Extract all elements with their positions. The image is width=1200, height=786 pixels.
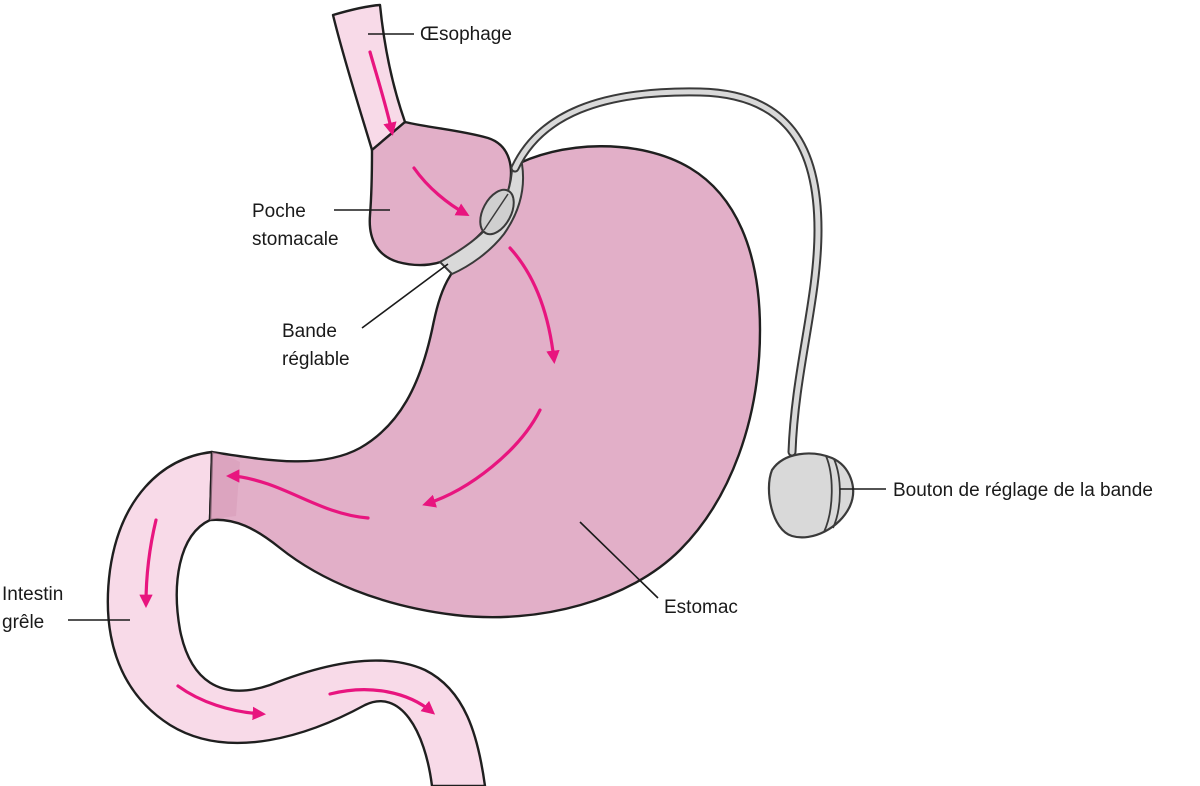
label-intestine-line1: Intestin	[2, 584, 63, 605]
port-body	[767, 452, 855, 539]
arrow-stomach-upper	[508, 246, 560, 365]
label-band-line2: réglable	[282, 349, 350, 370]
pylorus-shade	[210, 452, 240, 520]
flow-arrows	[139, 50, 560, 721]
arrow-esophagus	[368, 50, 397, 136]
leader-stomach	[579, 521, 659, 599]
label-pouch-line1: Poche	[252, 201, 306, 222]
stomach	[208, 145, 762, 619]
adjustment-port	[767, 452, 855, 539]
port-septum-line	[823, 455, 833, 533]
small-intestine	[106, 450, 487, 786]
leader-lines	[68, 33, 886, 621]
arrow-intestine-bottom	[176, 684, 267, 721]
label-stomach: Estomac	[664, 597, 738, 618]
port-septum-line-2	[832, 458, 841, 529]
label-esophagus: Œsophage	[420, 24, 512, 45]
leader-band	[361, 263, 449, 329]
arrow-pouch	[412, 166, 470, 216]
label-pouch-line2: stomacale	[252, 229, 339, 250]
label-port: Bouton de réglage de la bande	[893, 480, 1153, 501]
arrow-intestine-down	[139, 518, 158, 609]
esophagus	[331, 3, 407, 152]
arrow-intestine-exit	[328, 688, 436, 715]
label-band-line1: Bande	[282, 321, 337, 342]
arrow-antrum	[225, 469, 370, 520]
band-seam	[483, 193, 509, 231]
label-intestine-line2: grêle	[2, 612, 44, 633]
arrow-stomach-lower	[422, 408, 542, 508]
band-tubing-inner	[512, 89, 821, 455]
